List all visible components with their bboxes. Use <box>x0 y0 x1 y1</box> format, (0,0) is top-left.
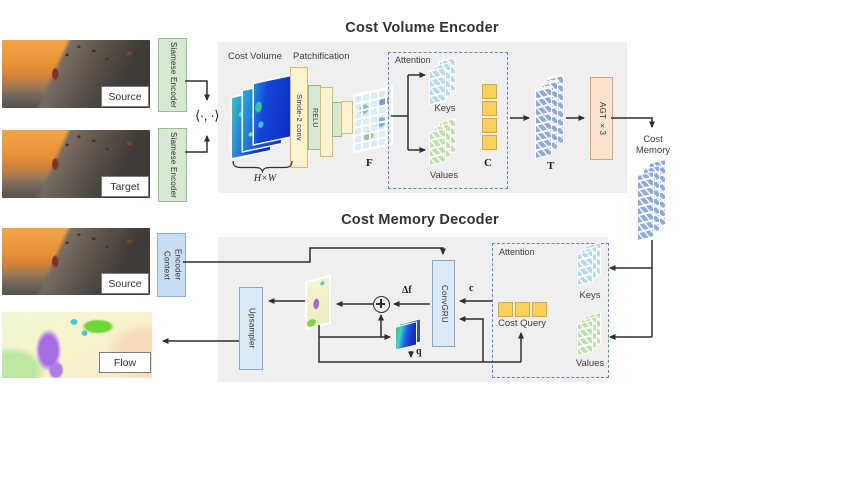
c-small-label: c <box>469 283 474 294</box>
encoder-keys-label: Keys <box>434 103 456 114</box>
decoder-attention-label: Attention <box>499 247 535 257</box>
flow-image-label: Flow <box>99 352 151 373</box>
sum-operator-icon <box>373 296 390 313</box>
target-image: Target <box>2 130 150 198</box>
conv-box-3 <box>341 101 353 134</box>
token-square <box>482 101 497 116</box>
decoder-attention-box <box>492 243 609 378</box>
source-image-2: Source <box>2 228 150 295</box>
encoder-attention-box <box>388 52 508 189</box>
stride2-conv-box: Stride-2 conv <box>290 67 308 168</box>
source-image-2-label: Source <box>101 273 149 294</box>
token-square <box>482 118 497 133</box>
token-layer <box>430 68 445 104</box>
agt-box: AGT ×3 <box>590 77 613 160</box>
token-square <box>482 135 497 150</box>
c-token-column <box>482 84 497 150</box>
decoder-values-label: Values <box>575 358 605 369</box>
flow-image: Flow <box>2 312 152 378</box>
context-encoder-box: Context Encoder <box>157 233 186 297</box>
encoder-title: Cost Volume Encoder <box>345 20 499 36</box>
convgru-box: ConvGRU <box>432 260 455 347</box>
cost-query-label: Cost Query <box>497 318 547 329</box>
decoder-title: Cost Memory Decoder <box>341 212 499 228</box>
upsampler-box: Upsampler <box>239 287 263 370</box>
token-square <box>498 302 513 317</box>
encoder-attention-label: Attention <box>395 55 431 65</box>
feature-map-f <box>355 88 391 151</box>
hw-label: H×W <box>253 173 277 184</box>
token-layer <box>638 172 653 240</box>
inner-product-symbol: ⟨·, ·⟩ <box>194 108 220 123</box>
source-image-label: Source <box>101 86 149 107</box>
cost-volume-slice <box>254 75 292 145</box>
token-layer <box>578 321 592 355</box>
cost-memory-label: Cost Memory <box>635 134 671 156</box>
q-map-layer <box>396 322 416 350</box>
token-square <box>482 84 497 99</box>
token-layer <box>578 251 592 285</box>
q-label: q <box>416 346 422 357</box>
flow-preview-image <box>307 277 329 328</box>
target-image-label: Target <box>101 176 149 197</box>
token-square <box>532 302 547 317</box>
source-image: Source <box>2 40 150 108</box>
siamese-encoder-box-1: Siamese Encoder <box>158 38 187 112</box>
encoder-values-label: Values <box>429 170 459 181</box>
cost-query-tokens <box>498 302 547 317</box>
delta-f-label: Δf <box>402 285 412 296</box>
f-label: F <box>366 157 373 169</box>
cost-volume-label: Cost Volume <box>228 51 282 62</box>
q-feature-map <box>396 319 420 350</box>
token-square <box>515 302 530 317</box>
token-layer <box>430 129 445 165</box>
c-label: C <box>484 157 492 169</box>
t-label: T <box>547 160 555 172</box>
decoder-keys-label: Keys <box>579 290 601 301</box>
token-layer <box>536 86 551 158</box>
siamese-encoder-box-2: Siamese Encoder <box>158 128 187 202</box>
patchification-label: Patchification <box>293 51 350 62</box>
